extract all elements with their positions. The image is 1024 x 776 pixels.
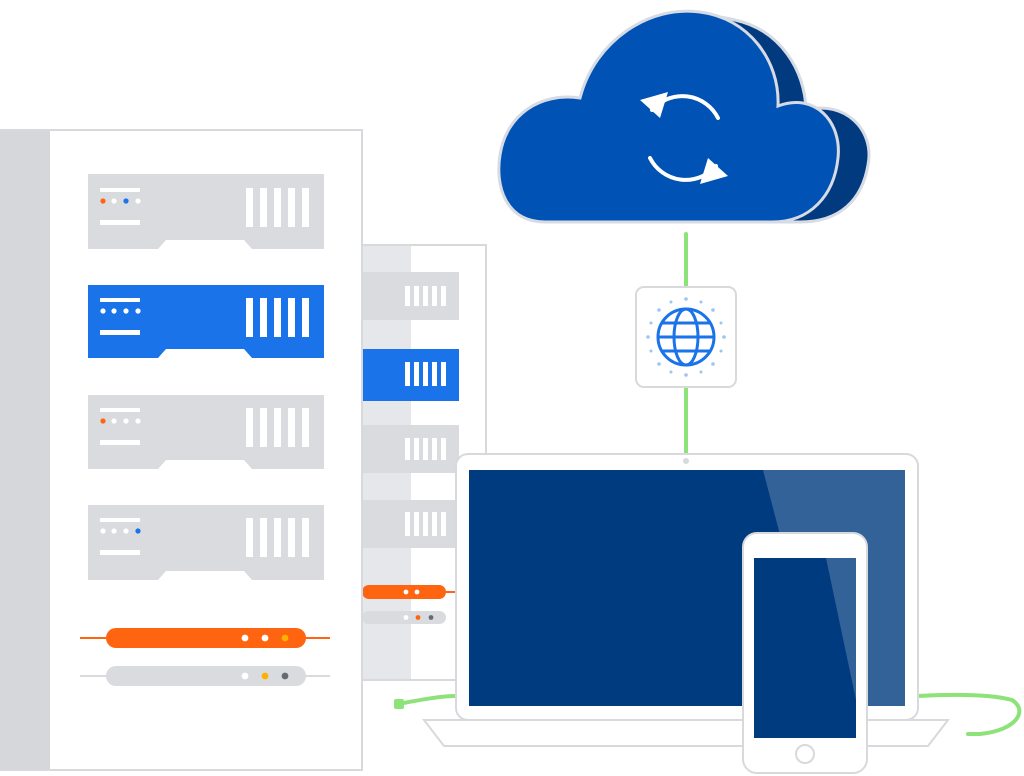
back-rack-orange-bar — [362, 585, 460, 599]
back-server-unit-4 — [362, 500, 459, 548]
smartphone — [742, 532, 868, 774]
phone-home-button — [795, 744, 815, 764]
back-rack-grey-bar — [362, 611, 446, 624]
server-unit-3 — [88, 395, 324, 469]
back-server-unit-1 — [362, 272, 459, 320]
server-unit-1 — [88, 174, 324, 249]
phone-screen — [754, 558, 856, 738]
server-unit-2-active — [88, 285, 324, 358]
orange-power-bar — [80, 628, 330, 648]
cable-plug-left — [394, 699, 404, 709]
internet-node — [635, 286, 737, 388]
front-server-rack — [0, 129, 363, 771]
back-server-unit-2-active — [362, 349, 459, 401]
cloud-icon — [497, 9, 871, 224]
back-server-unit-3 — [362, 425, 459, 473]
grey-power-bar — [80, 666, 330, 686]
laptop-base — [421, 719, 951, 747]
laptop — [421, 453, 951, 747]
server-unit-4 — [88, 505, 324, 580]
globe-icon — [656, 307, 716, 367]
